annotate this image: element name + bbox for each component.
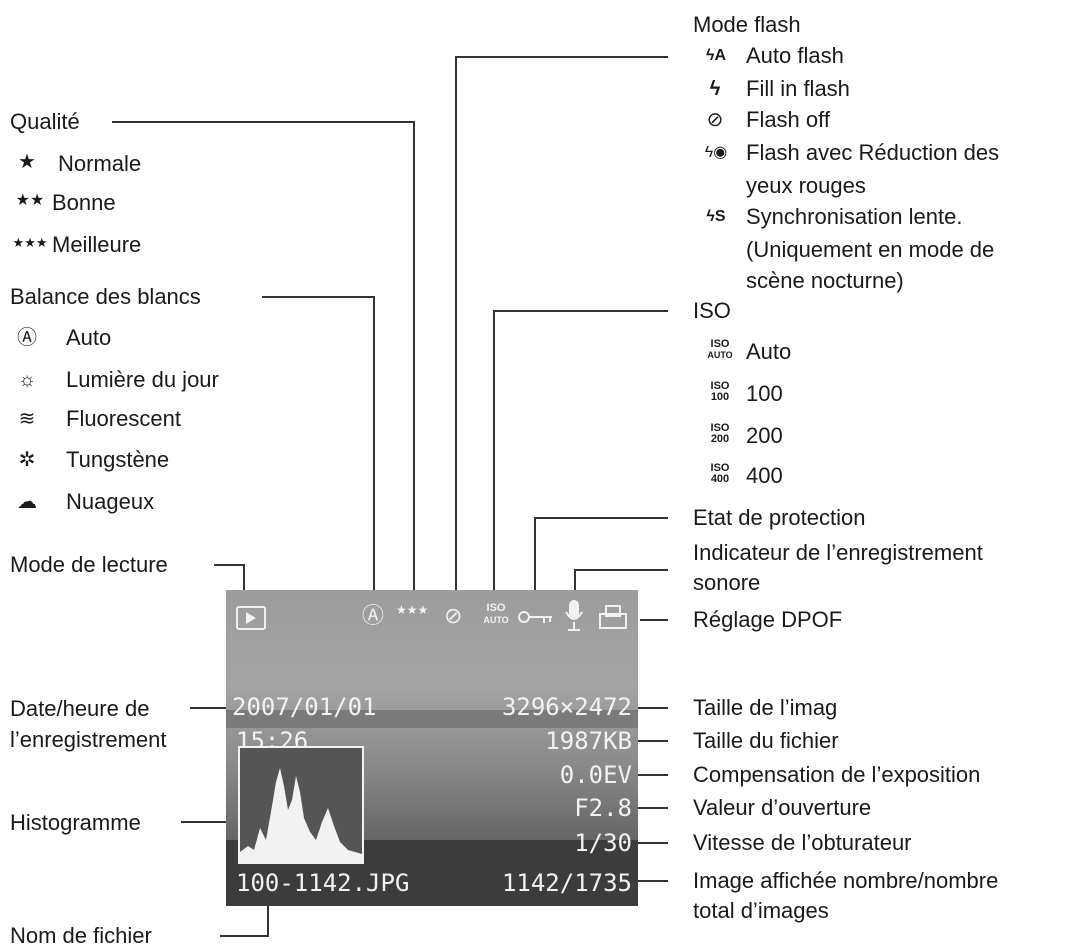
quality-normal-icon: ★ [18, 151, 36, 173]
image-count-label-2: total d’images [693, 898, 829, 923]
wb-tungsten-label: Tungstène [66, 447, 170, 472]
image-count-label-1: Image affichée nombre/nombre [693, 868, 999, 893]
flash-redeye-icon: ϟ◉ [704, 144, 728, 161]
datetime-label-1: Date/heure de [10, 696, 150, 721]
image-size-label: Taille de l’imag [693, 695, 838, 720]
iso-200-label: 200 [746, 423, 783, 448]
quality-good-icon: ★★ [15, 192, 45, 209]
dpof-print-icon [599, 605, 627, 629]
wb-fluorescent-label: Fluorescent [66, 406, 181, 431]
quality-normal-label: Normale [58, 151, 142, 176]
histogram-label: Histogramme [10, 810, 141, 835]
sound-label-1: Indicateur de l’enregistrement [693, 540, 983, 565]
flash-redeye-label-2: yeux rouges [746, 173, 866, 198]
flash-slow-sync-icon: ϟS [706, 208, 726, 225]
flash-slow-sync-label-3: scène nocturne) [746, 268, 904, 293]
wb-daylight-icon: ☼ [17, 369, 37, 391]
shutter-label: Vitesse de l’obturateur [693, 830, 912, 855]
wb-auto-screen-icon: Ⓐ [362, 603, 385, 628]
quality-best-icon: ★★★ [12, 235, 48, 250]
quality-screen-icon: ★★★ [396, 603, 429, 617]
wb-auto-label: Auto [66, 325, 112, 350]
white-balance-title: Balance des blancs [10, 284, 201, 309]
screen-image-size: 3296×2472 [501, 693, 632, 721]
horizon-band [226, 710, 638, 728]
histogram [238, 746, 364, 864]
sound-label-2: sonore [693, 570, 761, 595]
wb-cloudy-icon: ☁ [17, 491, 37, 513]
playback-mode-label: Mode de lecture [10, 552, 168, 577]
screen-filename: 100-1142.JPG [236, 869, 410, 897]
key-protect-icon [518, 611, 552, 623]
iso-auto-label: Auto [746, 339, 792, 364]
flash-slow-sync-label-1: Synchronisation lente. [746, 204, 963, 229]
screen-date: 2007/01/01 [232, 693, 377, 721]
quality-title: Qualité [10, 109, 80, 134]
aperture-label: Valeur d’ouverture [693, 795, 872, 820]
screen-exposure: 0.0EV [559, 761, 632, 789]
dpof-label: Réglage DPOF [693, 607, 843, 632]
filename-label: Nom de fichier [10, 923, 152, 948]
playback-mode-icon [236, 606, 266, 630]
screen-shutter: 1/30 [574, 829, 632, 857]
exposure-label: Compensation de l’exposition [693, 762, 981, 787]
flash-off-screen-icon: ⊘ [444, 603, 463, 628]
flash-redeye-label-1: Flash avec Réduction des [746, 140, 1000, 165]
wb-tungsten-icon: ✲ [18, 449, 36, 471]
flash-off-label: Flash off [746, 107, 830, 132]
microphone-icon [565, 600, 583, 631]
flash-auto-label: Auto flash [746, 43, 844, 68]
quality-good-label: Bonne [52, 190, 116, 215]
wb-cloudy-label: Nuageux [66, 489, 155, 514]
iso-title: ISO [693, 298, 731, 323]
wb-fluorescent-icon: ≋ [18, 408, 36, 430]
screen-counter: 1142/1735 [501, 869, 632, 897]
iso-400-label: 400 [746, 463, 783, 488]
screen-aperture: F2.8 [574, 794, 632, 822]
wb-auto-icon: Ⓐ [17, 327, 37, 349]
quality-best-label: Meilleure [52, 232, 142, 257]
wb-daylight-label: Lumière du jour [66, 367, 219, 392]
datetime-label-2: l’enregistrement [10, 727, 167, 752]
flash-slow-sync-label-2: (Uniquement en mode de [746, 237, 995, 262]
flash-auto-icon: ϟA [705, 47, 727, 64]
iso-100-label: 100 [746, 381, 783, 406]
protection-label: Etat de protection [693, 505, 866, 530]
flash-fill-label: Fill in flash [746, 76, 850, 101]
flash-off-icon: ⊘ [706, 109, 724, 131]
file-size-label: Taille du fichier [693, 728, 839, 753]
flash-title: Mode flash [693, 12, 801, 37]
flash-fill-icon: ϟ [709, 78, 721, 100]
screen-file-size: 1987KB [545, 727, 632, 755]
